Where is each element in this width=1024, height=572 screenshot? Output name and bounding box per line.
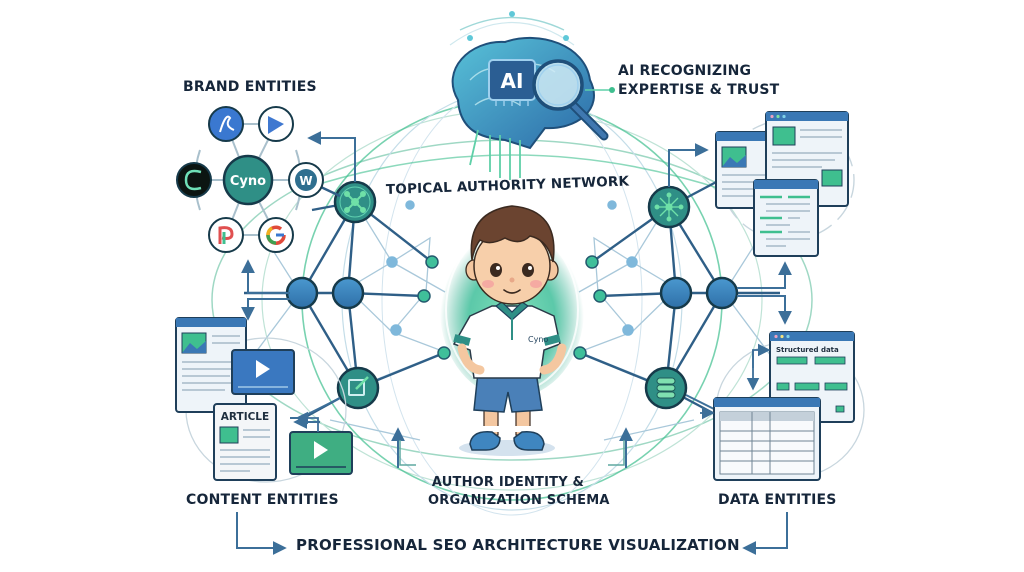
cyno-c-logo: [176, 162, 212, 198]
browser-window-list: [753, 179, 819, 257]
video-player-green: [289, 431, 353, 475]
svg-text:Cyno: Cyno: [230, 174, 266, 189]
footer-caption: PROFESSIONAL SEO ARCHITECTURE VISUALIZAT…: [296, 536, 740, 554]
ai-caption-line2: EXPERTISE & TRUST: [618, 82, 780, 98]
data-entities-cluster: Structured data: [700, 331, 865, 481]
web-page-window: [175, 317, 247, 413]
video-player-blue: [231, 349, 295, 395]
node-right-outer: [705, 276, 739, 310]
svg-text:ARTICLE: ARTICLE: [221, 411, 269, 423]
database-icon-node: [644, 366, 688, 410]
cyno-center-node: Cyno: [222, 154, 274, 206]
ai-chip-label: AI: [501, 69, 524, 93]
author-caption-line1: AUTHOR IDENTITY &: [431, 475, 585, 490]
p-logo: [208, 217, 244, 253]
node-left-inner: [331, 276, 365, 310]
shirt-logo-text: Cyno: [528, 335, 548, 344]
ai-caption-line1: AI RECOGNIZING: [618, 63, 752, 79]
article-card: ARTICLE: [213, 403, 277, 481]
ai-brain-illustration: AI: [449, 11, 615, 180]
svg-text:Structured data: Structured data: [776, 346, 839, 354]
node-network-hub-right: [647, 185, 691, 229]
magnifier-icon: [532, 59, 609, 141]
node-left-outer: [285, 276, 319, 310]
ai-recognizing-caption: AI RECOGNIZING EXPERTISE & TRUST: [618, 62, 779, 100]
node-network-hub-left: [333, 180, 377, 224]
brand-logo-play: [258, 106, 294, 142]
author-caption-line2: ORGANIZATION SCHEMA: [428, 493, 610, 508]
node-right-inner: [659, 276, 693, 310]
mascot-boy: Cyno: [440, 205, 584, 456]
brand-logo-stylized: [208, 106, 244, 142]
small-nodes: [386, 200, 638, 360]
content-entities-label: CONTENT ENTITIES: [186, 492, 339, 508]
web-pages-cluster: [715, 111, 855, 257]
svg-text:W: W: [299, 174, 312, 188]
data-table-window: [713, 397, 821, 481]
data-entities-label: DATA ENTITIES: [718, 492, 837, 508]
edit-icon-node: [336, 366, 380, 410]
brand-entities-label: BRAND ENTITIES: [183, 79, 317, 95]
content-entities-cluster: ARTICLE: [175, 317, 353, 483]
brand-entities-cluster: Cyno W: [176, 106, 341, 253]
google-logo: [258, 217, 294, 253]
wordpress-logo: W: [288, 162, 324, 198]
author-identity-caption: AUTHOR IDENTITY & ORGANIZATION SCHEMA: [428, 474, 610, 510]
